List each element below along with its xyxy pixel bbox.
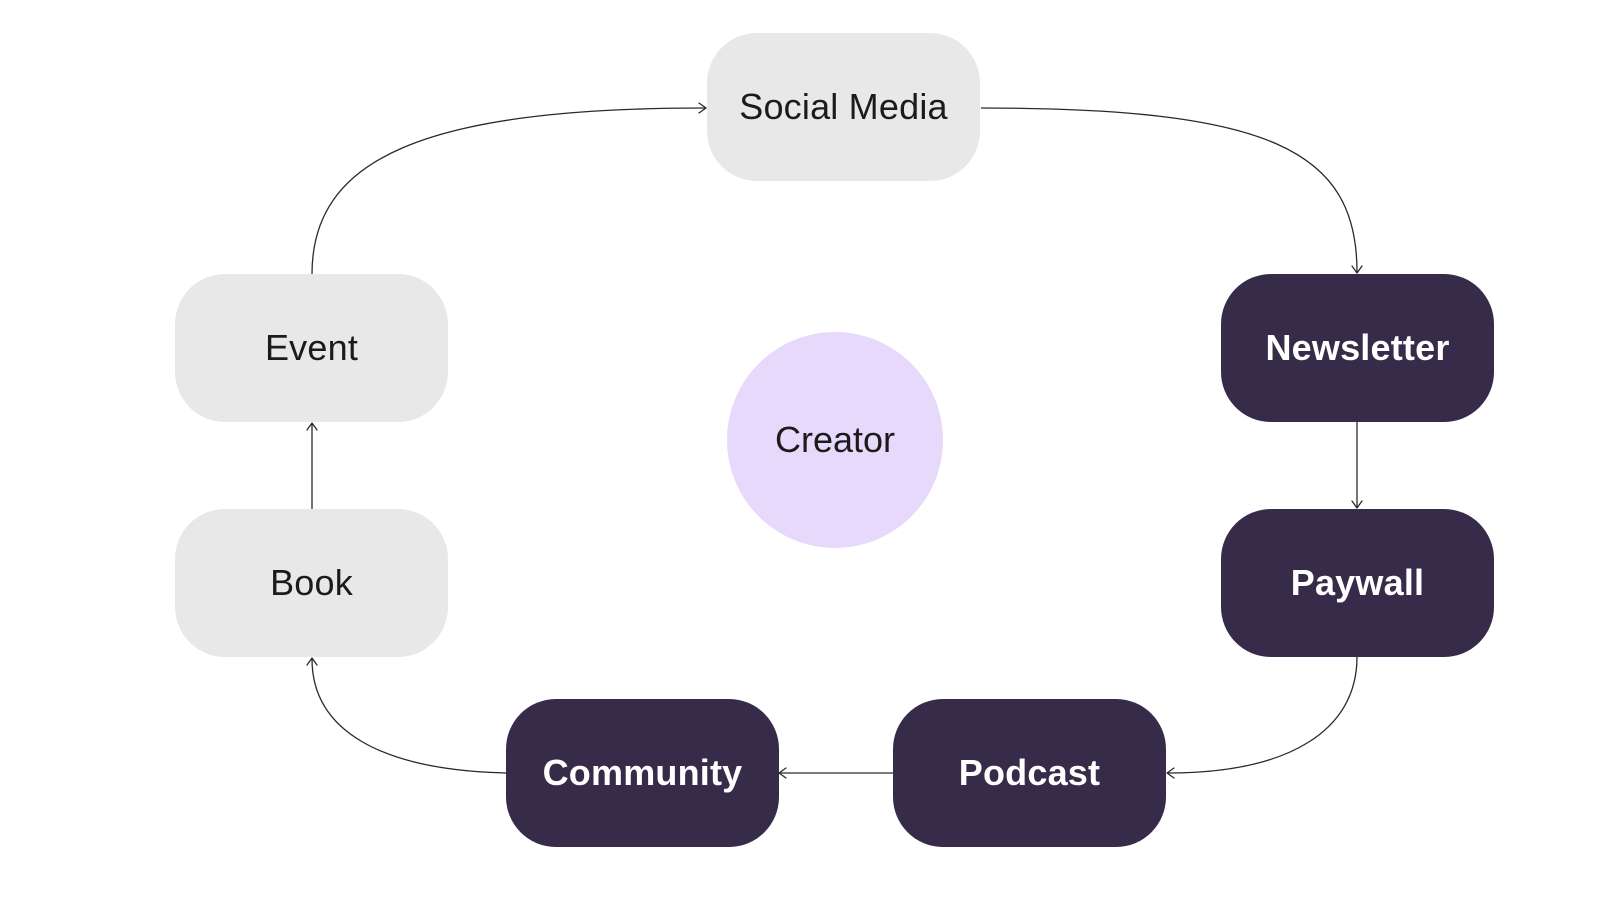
node-label: Book — [270, 562, 353, 603]
node-newsletter[interactable]: Newsletter — [1221, 274, 1494, 422]
hub-creator[interactable]: Creator — [727, 332, 943, 548]
node-event[interactable]: Event — [175, 274, 448, 422]
node-label: Social Media — [739, 86, 948, 127]
edge-social-to-newsletter — [980, 107, 1358, 273]
node-podcast[interactable]: Podcast — [893, 699, 1166, 847]
node-label: Newsletter — [1265, 327, 1450, 368]
arrowhead-icon — [1166, 767, 1175, 779]
arrowhead-icon — [1351, 265, 1363, 274]
arrowhead-icon — [306, 657, 318, 666]
node-label: Community — [542, 752, 743, 793]
hub-label: Creator — [774, 419, 896, 460]
node-label: Paywall — [1290, 562, 1425, 603]
arrowhead-icon — [1351, 500, 1363, 509]
edge-event-to-social — [311, 107, 706, 275]
arrowhead-icon — [306, 422, 318, 431]
node-community[interactable]: Community — [506, 699, 779, 847]
arrowhead-icon — [698, 102, 707, 114]
node-paywall[interactable]: Paywall — [1221, 509, 1494, 657]
node-social-media[interactable]: Social Media — [707, 33, 980, 181]
arrowhead-icon — [778, 767, 787, 779]
edge-community-to-book — [311, 658, 507, 774]
edge-paywall-to-podcast — [1167, 656, 1358, 774]
node-book[interactable]: Book — [175, 509, 448, 657]
node-label: Event — [264, 327, 359, 368]
node-label: Podcast — [958, 752, 1101, 793]
